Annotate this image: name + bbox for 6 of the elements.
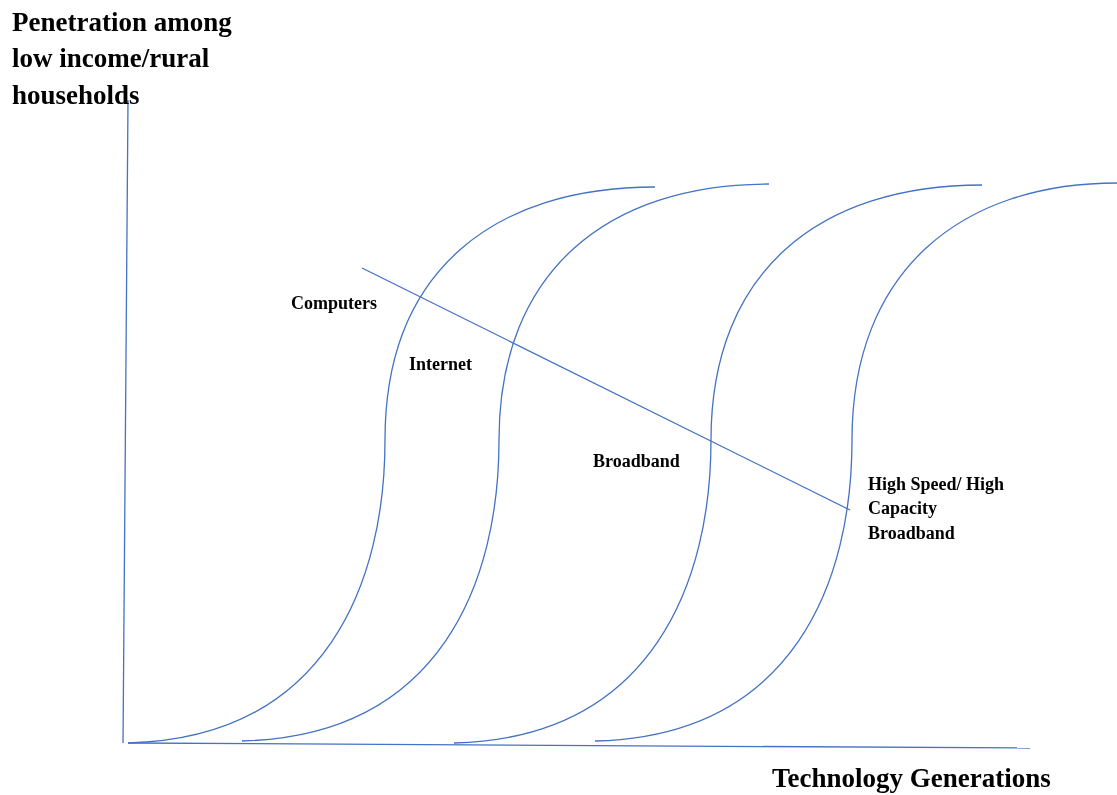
- curve-label: Broadband: [593, 450, 680, 473]
- curve-label: Internet: [409, 353, 472, 376]
- curve-label: High Speed/ High Capacity Broadband: [868, 473, 1006, 545]
- axis-title: Technology Generations: [772, 762, 1051, 795]
- curve-label: Computers: [291, 292, 377, 315]
- axis-title: Penetration among low income/rural households: [12, 6, 233, 112]
